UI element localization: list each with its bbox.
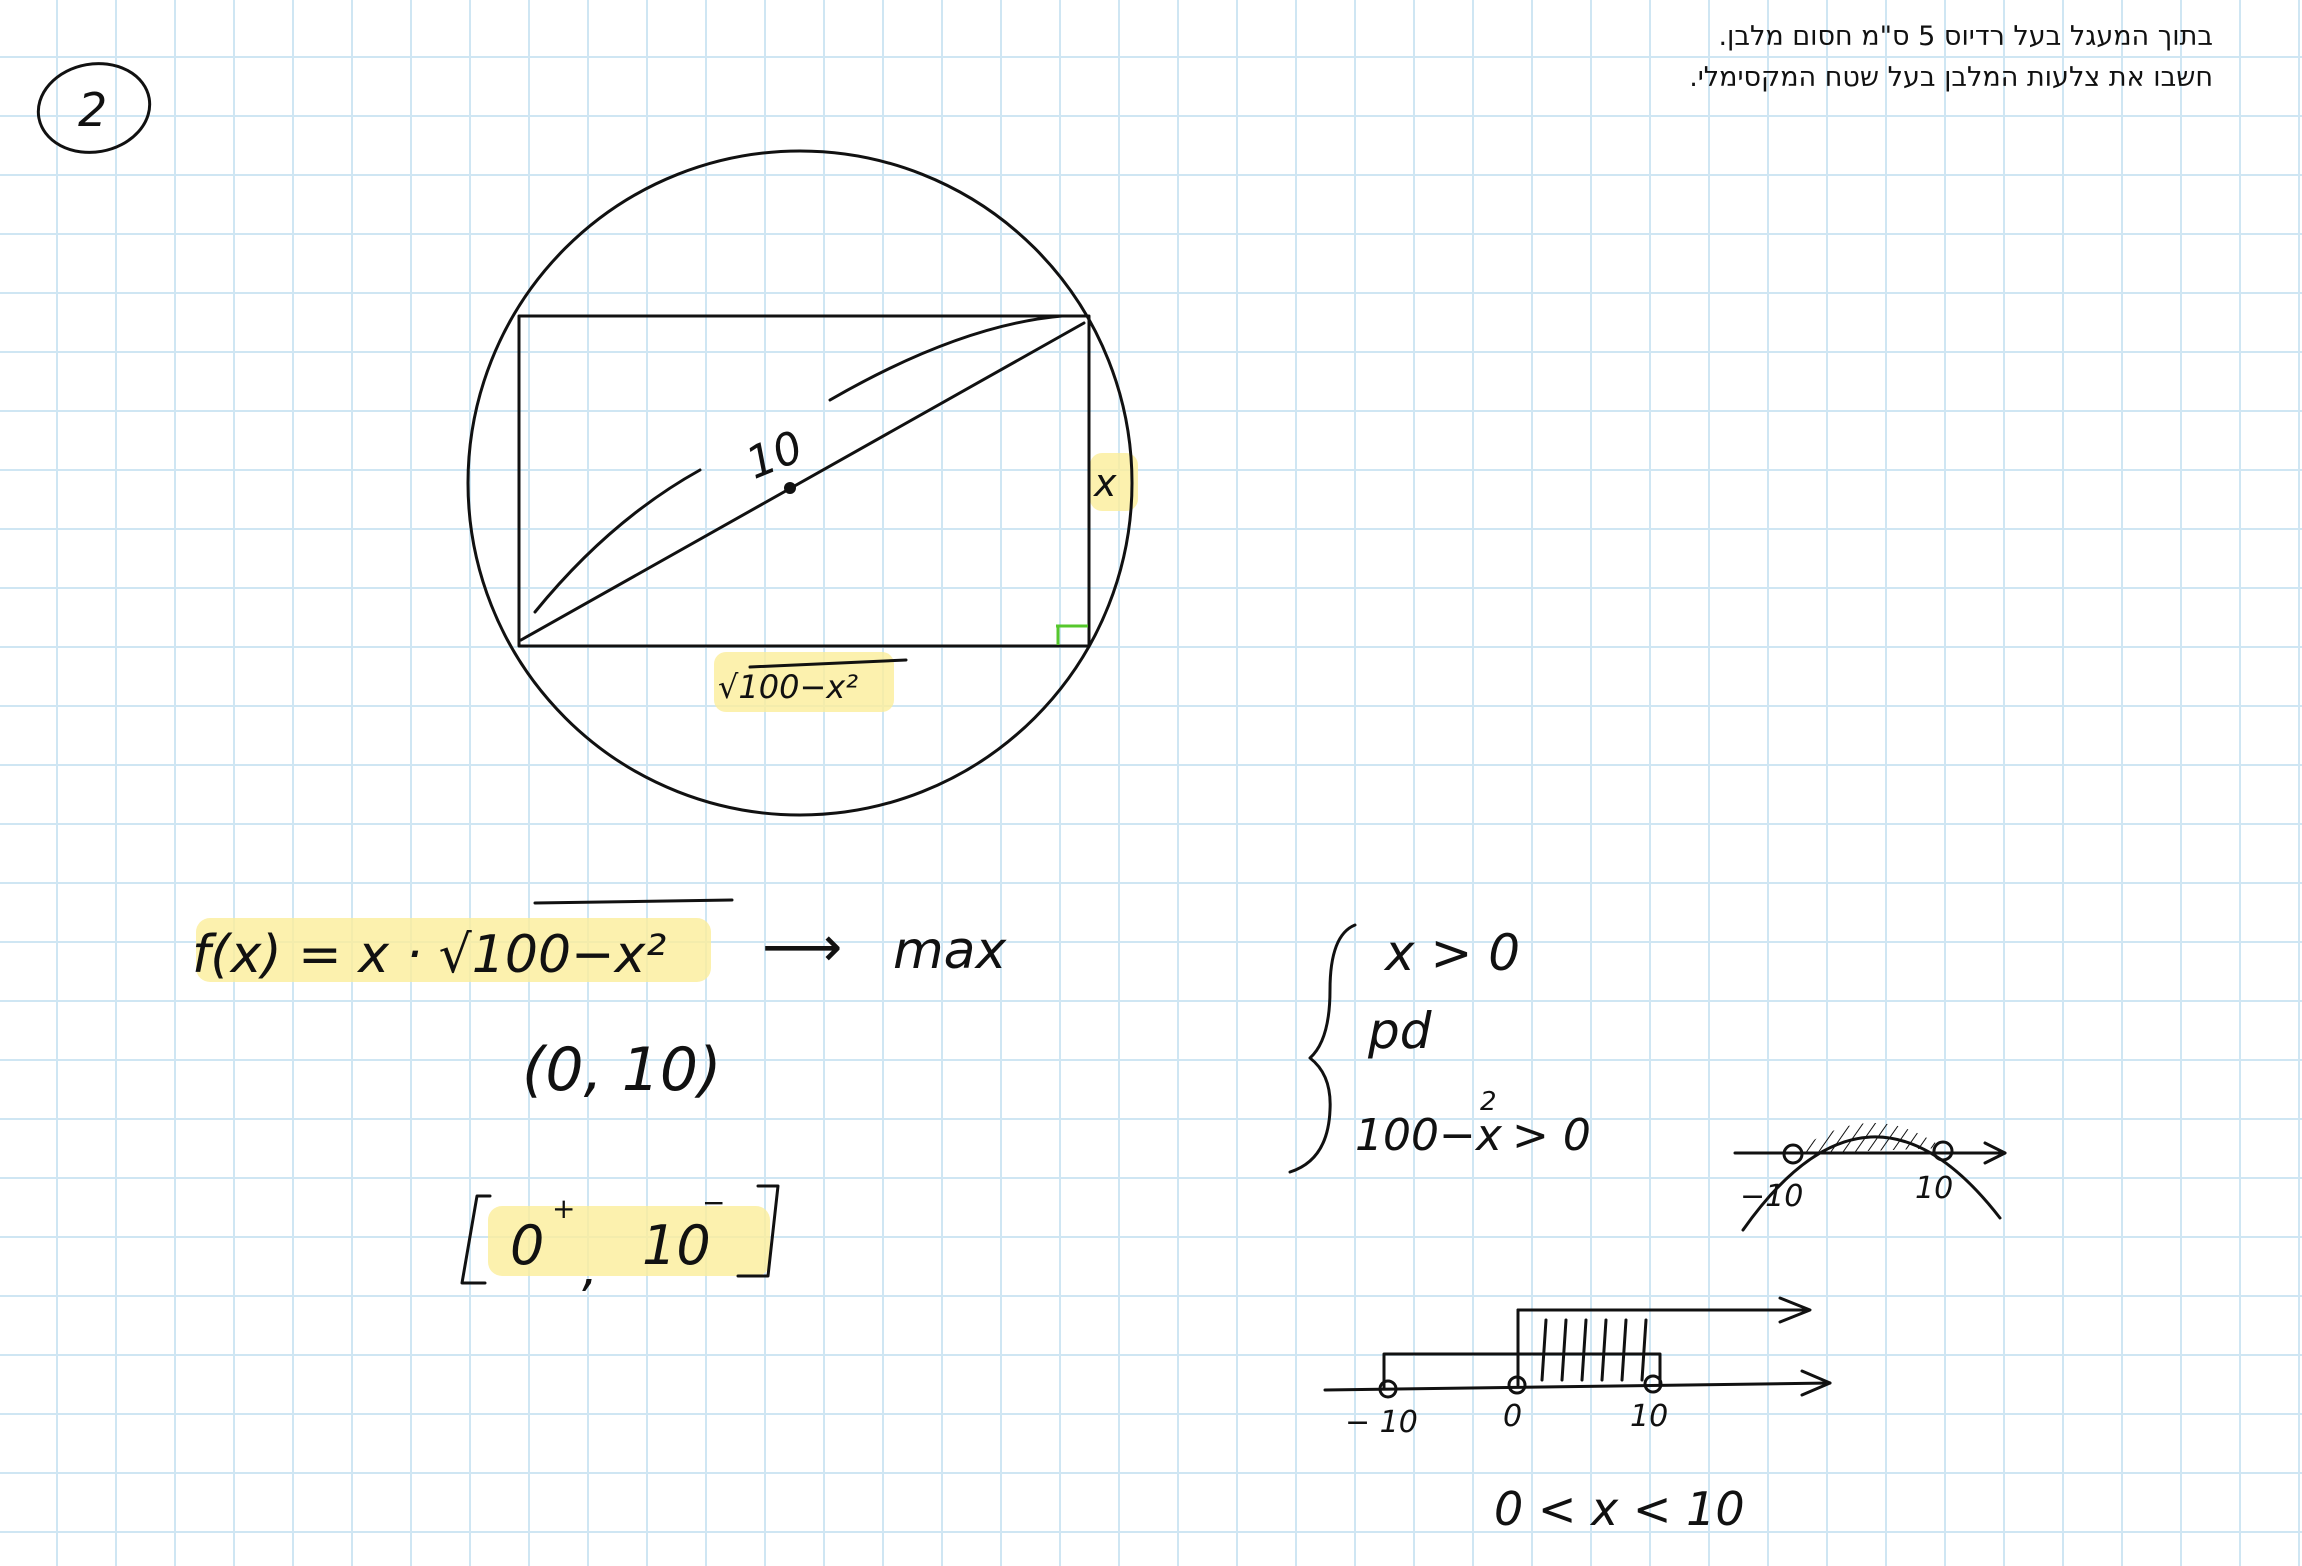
system-brace — [1288, 923, 1357, 1174]
parabola-axis-arrow — [1983, 1141, 2007, 1165]
interval-hatching — [1540, 1318, 1648, 1382]
function-root-bar — [533, 898, 734, 905]
problem-line-2: חשבו את צלעות המלבן בעל שטח המקסימלי. — [1689, 62, 2213, 93]
closed-interval-left-sup: + — [552, 1192, 575, 1225]
tick-label-minus-10: − 10 — [1345, 1405, 1418, 1440]
problem-line-1: בתוך המעגל בעל רדיוס 5 ס"מ חסום מלבן. — [1718, 21, 2213, 52]
condition-1: x > 0 — [1383, 924, 1520, 982]
parabola-root-left — [1782, 1143, 1804, 1165]
tick-label-0: 0 — [1503, 1399, 1522, 1434]
closed-interval-right-sup: − — [702, 1186, 725, 1219]
function-line: f(x) = x · √100−x² ⟶ max — [192, 898, 1008, 985]
base-root-bar — [748, 658, 908, 669]
question-number-text: 2 — [78, 83, 107, 137]
base-label: √100−x² — [718, 668, 858, 706]
question-number: 2 — [36, 62, 152, 154]
point-0 — [1507, 1375, 1527, 1395]
point-10 — [1643, 1374, 1663, 1394]
inscribed-rectangle — [517, 314, 1091, 648]
parabola-curve — [1741, 1135, 2002, 1232]
interval-bottom-bracket — [1382, 1352, 1662, 1390]
brace-arc-left — [533, 468, 702, 614]
left-bracket — [460, 1194, 492, 1285]
right-angle-mark — [1056, 624, 1088, 645]
parabola-label-left: −10 — [1740, 1179, 1803, 1214]
conclusion-inequality: 0 < x < 10 — [1494, 1482, 1745, 1536]
closed-interval-highlight — [488, 1206, 770, 1276]
function-goal: max — [893, 921, 1008, 981]
interval-top-arrow — [1778, 1296, 1812, 1324]
point-minus-10 — [1378, 1379, 1398, 1399]
condition-2-base: 100−x — [1355, 1110, 1503, 1161]
condition-2-relation: > 0 — [1512, 1110, 1591, 1161]
condition-note: pd — [1367, 1002, 1432, 1060]
right-bracket — [736, 1184, 780, 1278]
number-line-arrow — [1800, 1369, 1832, 1397]
closed-interval-right: 10 — [642, 1214, 711, 1277]
condition-2-exponent: 2 — [1480, 1087, 1497, 1117]
function-expression: f(x) = x · √100−x² — [192, 925, 666, 985]
brace-arc-right — [828, 314, 1064, 402]
number-line: − 10 0 10 0 < x < 10 — [1323, 1296, 1832, 1536]
function-highlight — [196, 918, 711, 982]
open-interval: (0, 10) — [522, 1035, 721, 1105]
parabola-sketch: −10 10 — [1733, 1122, 2007, 1232]
problem-statement: בתוך המעגל בעל רדיוס 5 ס"מ חסום מלבן. חש… — [1689, 16, 2213, 98]
side-label: x — [1093, 461, 1117, 505]
intervals: (0, 10) 0 + , 10 − — [460, 1035, 780, 1297]
system-of-conditions: x > 0 pd 100−x 2 > 0 — [1288, 923, 1591, 1174]
parabola-root-right — [1932, 1140, 1954, 1162]
parabola-label-right: 10 — [1915, 1171, 1953, 1206]
diagonal-label: 10 — [739, 421, 810, 489]
side-highlight — [1090, 453, 1138, 511]
closed-interval-comma: , — [582, 1239, 598, 1297]
function-arrow: ⟶ — [762, 915, 842, 980]
tick-label-10: 10 — [1630, 1399, 1668, 1434]
circle-rectangle-diagram: 10 x √100−x² — [466, 149, 1138, 817]
number-line-axis — [1323, 1381, 1832, 1392]
diagonal — [519, 321, 1086, 642]
closed-interval-left: 0 — [510, 1214, 544, 1277]
center-point — [784, 482, 796, 494]
circle — [466, 149, 1134, 817]
